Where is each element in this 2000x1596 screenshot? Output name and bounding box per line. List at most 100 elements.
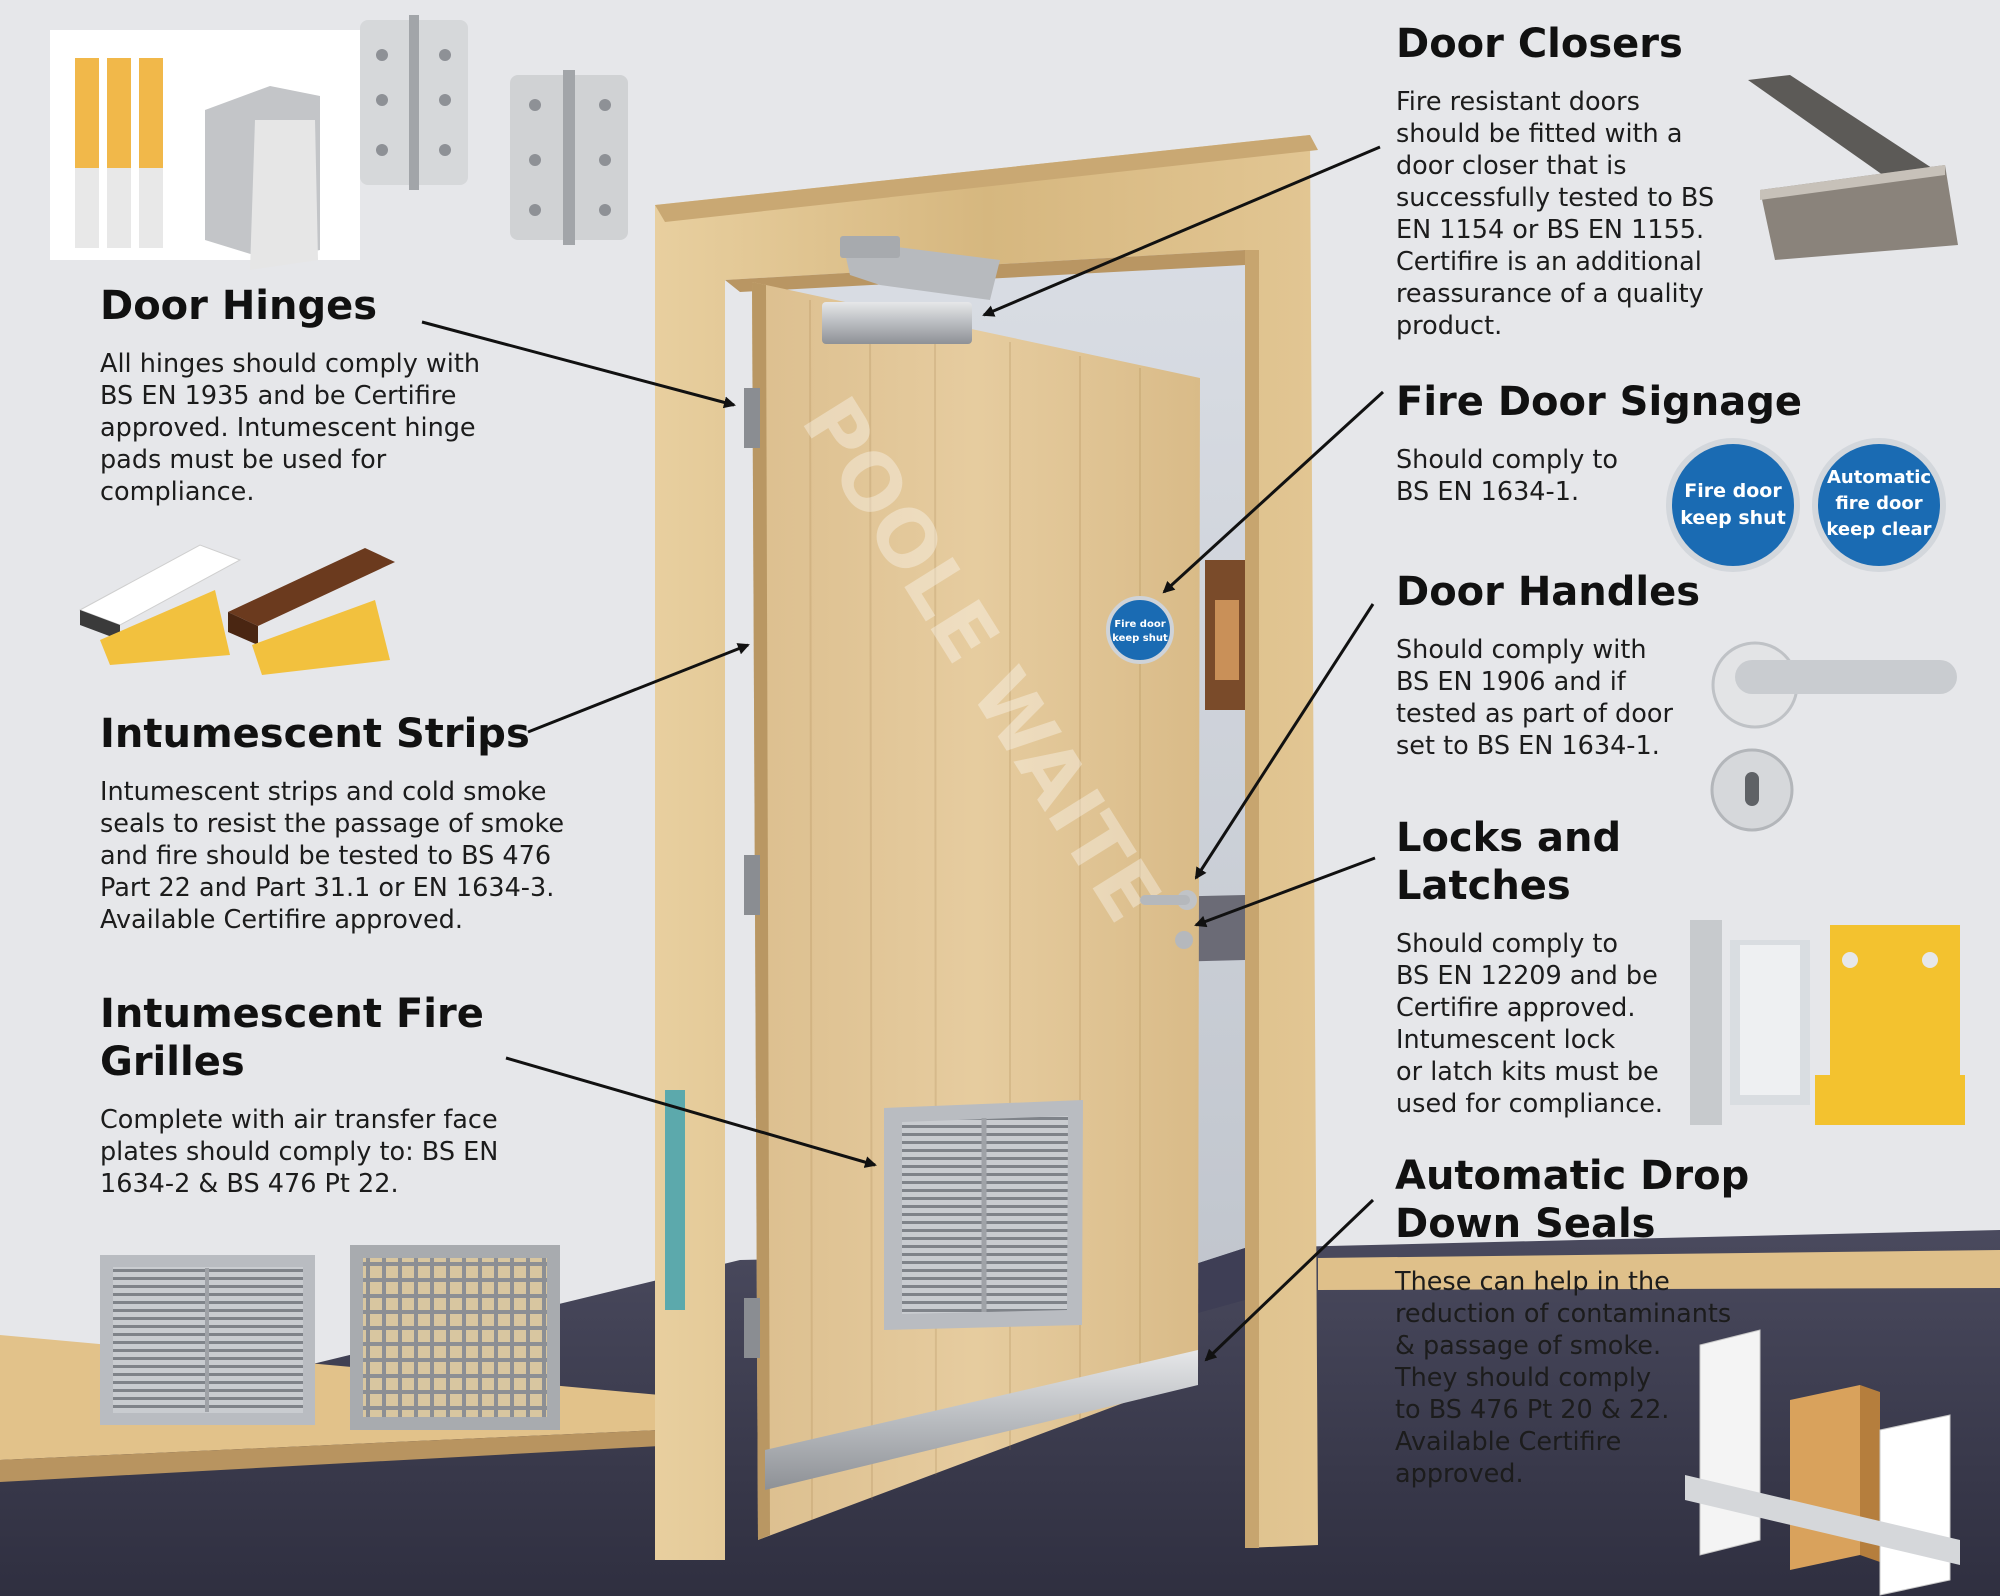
locks-latches-text: Should comply to BS EN 12209 and be Cert… — [1396, 928, 1686, 1120]
locks-latches-title: Locks and Latches — [1396, 814, 1686, 910]
fire-grilles-text: Complete with air transfer face plates s… — [100, 1104, 660, 1200]
drop-down-seals-title: Automatic Drop Down Seals — [1395, 1152, 1750, 1248]
door-closers-line: Fire resistant doors — [1396, 87, 1640, 117]
drop-down-seals-title-line: Automatic Drop — [1395, 1153, 1750, 1199]
locks-latches-line: used for compliance. — [1396, 1089, 1664, 1119]
sign-product-1-line-1: Fire door — [1684, 480, 1782, 502]
lock-products-image — [1690, 920, 1965, 1125]
door-closer-illustration — [822, 236, 1000, 344]
locks-latches-line: or latch kits must be — [1396, 1057, 1659, 1087]
drop-seal-illustration — [765, 1350, 1198, 1490]
door-handles-line: BS EN 1906 and if — [1396, 667, 1626, 697]
handle-products-image — [1710, 641, 1957, 832]
drop-down-seals-line: & passage of smoke. — [1395, 1331, 1662, 1361]
fire-door-signage-line: Should comply to — [1396, 445, 1619, 475]
fire-grilles-title-line: Intumescent Fire — [100, 991, 484, 1037]
hinge-bottom — [744, 1298, 760, 1358]
signage-products-image: Fire door keep shut Automatic fire door … — [1666, 438, 1946, 572]
arrow-door-hinges — [421, 320, 736, 409]
drop-down-seals-text: These can help in the reduction of conta… — [1395, 1266, 1735, 1490]
section-door-closers: Door Closers Fire resistant doors should… — [1396, 20, 1756, 342]
door-closers-line: successfully tested to BS — [1396, 183, 1715, 213]
door-sign — [1106, 596, 1174, 664]
drop-down-seals-line: to BS 476 Pt 20 & 22. — [1395, 1395, 1670, 1425]
arrow-drop-down-seals — [1204, 1198, 1375, 1362]
section-fire-grilles: Intumescent Fire Grilles Complete with a… — [100, 990, 660, 1200]
door-hinges-line: compliance. — [100, 477, 255, 507]
section-fire-door-signage: Fire Door Signage Should comply to BS EN… — [1396, 378, 1836, 508]
hinge-products-image — [50, 15, 628, 270]
intumescent-strips-line: Available Certifire approved. — [100, 905, 463, 935]
door-leaf — [752, 282, 1200, 1540]
arrow-locks-latches — [1194, 856, 1376, 928]
door-hinges-line: All hinges should comply with — [100, 349, 481, 379]
door-hinges-line: approved. Intumescent hinge — [100, 413, 476, 443]
sign-product-2-line-3: keep clear — [1826, 519, 1931, 540]
door-closers-line: Certifire is an additional — [1396, 247, 1702, 277]
drop-down-seals-line: approved. — [1395, 1459, 1524, 1489]
intumescent-strips-line: and fire should be tested to BS 476 — [100, 841, 552, 871]
section-drop-down-seals: Automatic Drop Down Seals These can help… — [1395, 1152, 1750, 1490]
door-closers-line: reassurance of a quality — [1396, 279, 1704, 309]
locks-latches-line: Should comply to — [1396, 929, 1619, 959]
door-hinges-line: pads must be used for — [100, 445, 387, 475]
intumescent-strips-line: seals to resist the passage of smoke — [100, 809, 565, 839]
intumescent-strips-title: Intumescent Strips — [100, 711, 530, 757]
door-handles-line: Should comply with — [1396, 635, 1647, 665]
locks-latches-title-line: Latches — [1396, 863, 1571, 909]
intumescent-strips-line: Intumescent strips and cold smoke — [100, 777, 547, 807]
drop-down-seals-line: They should comply — [1395, 1363, 1652, 1393]
sign-product-2-line-2: fire door — [1835, 493, 1922, 514]
door-sign-line-1: Fire door — [1114, 619, 1165, 630]
drop-down-seals-line: reduction of contaminants — [1395, 1299, 1732, 1329]
arrow-fire-door-signage — [1162, 390, 1385, 594]
intumescent-strips-line: Part 22 and Part 31.1 or EN 1634-3. — [100, 873, 555, 903]
drop-down-seals-title-line: Down Seals — [1395, 1201, 1656, 1247]
door-handles-line: set to BS EN 1634-1. — [1396, 731, 1660, 761]
locks-latches-title-line: Locks and — [1396, 815, 1622, 861]
closer-product-image — [1748, 75, 1958, 260]
fire-grilles-title: Intumescent Fire Grilles — [100, 990, 660, 1086]
fire-grilles-title-line: Grilles — [100, 1039, 245, 1085]
fire-grilles-line: Complete with air transfer face — [100, 1105, 498, 1135]
locks-latches-line: Certifire approved. — [1396, 993, 1636, 1023]
callout-arrows — [421, 145, 1385, 1362]
door-closers-text: Fire resistant doors should be fitted wi… — [1396, 86, 1756, 342]
door-handles-text: Should comply with BS EN 1906 and if tes… — [1396, 634, 1726, 762]
door-closers-title: Door Closers — [1396, 21, 1683, 67]
fire-door-signage-text: Should comply to BS EN 1634-1. — [1396, 444, 1836, 508]
arrow-intumescent-strips — [527, 643, 750, 734]
sign-product-2-line-1: Automatic — [1827, 467, 1931, 488]
door-handles-line: tested as part of door — [1396, 699, 1673, 729]
sign-product-1-line-2: keep shut — [1680, 507, 1786, 529]
intumescent-strips-text: Intumescent strips and cold smoke seals … — [100, 776, 660, 936]
arrow-fire-grilles — [505, 1056, 877, 1168]
door-hinges-title: Door Hinges — [100, 283, 378, 329]
door-closers-line: door closer that is — [1396, 151, 1627, 181]
door-closers-line: should be fitted with a — [1396, 119, 1683, 149]
grille-products-image — [100, 1245, 560, 1430]
section-door-handles: Door Handles Should comply with BS EN 19… — [1396, 568, 1726, 762]
strip-products-image — [78, 544, 395, 675]
hinge-middle — [744, 855, 760, 915]
arrow-door-closers — [982, 145, 1381, 317]
door-sign-line-2: keep shut — [1112, 633, 1168, 644]
hinge-top — [744, 388, 760, 448]
section-locks-latches: Locks and Latches Should comply to BS EN… — [1396, 814, 1686, 1120]
fire-door-signage-title: Fire Door Signage — [1396, 379, 1803, 425]
seal-products-image — [1685, 1329, 1960, 1596]
door-grille-illustration — [884, 1100, 1083, 1330]
fire-grilles-line: plates should comply to: BS EN — [100, 1137, 499, 1167]
door-handles-title: Door Handles — [1396, 569, 1701, 615]
arrow-door-handles — [1194, 603, 1375, 880]
fire-door-signage-line: BS EN 1634-1. — [1396, 477, 1580, 507]
door-hinges-text: All hinges should comply with BS EN 1935… — [100, 348, 620, 508]
locks-latches-line: BS EN 12209 and be — [1396, 961, 1658, 991]
door-hinges-line: BS EN 1935 and be Certifire — [100, 381, 457, 411]
fire-grilles-line: 1634-2 & BS 476 Pt 22. — [100, 1169, 399, 1199]
locks-latches-line: Intumescent lock — [1396, 1025, 1616, 1055]
drop-down-seals-line: Available Certifire — [1395, 1427, 1622, 1457]
section-door-hinges: Door Hinges All hinges should comply wit… — [100, 282, 620, 508]
door-closers-line: EN 1154 or BS EN 1155. — [1396, 215, 1705, 245]
section-intumescent-strips: Intumescent Strips Intumescent strips an… — [100, 710, 660, 936]
